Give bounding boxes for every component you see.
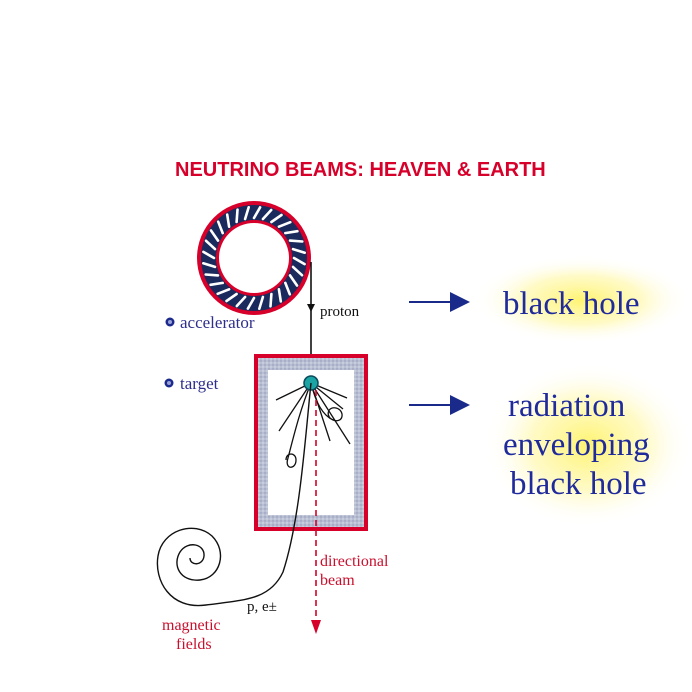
proton-label: proton — [320, 304, 360, 320]
beam-arrowhead — [311, 620, 321, 634]
legend-accelerator: accelerator — [165, 313, 255, 332]
radiation-highlight — [484, 363, 692, 527]
radiation-text-line1: radiation — [508, 388, 625, 424]
beam-label: beam — [320, 572, 355, 589]
ring-tick — [277, 287, 283, 303]
fields-label: fields — [176, 636, 212, 653]
ring-tick — [291, 265, 304, 277]
ring-tick — [225, 292, 238, 303]
proton-arrowhead — [307, 304, 315, 312]
radiation-text-line2: enveloping — [503, 427, 650, 463]
ring-tick — [269, 292, 273, 308]
ring-tick — [204, 239, 217, 251]
directional-label: directional — [320, 553, 389, 570]
magnetic-label: magnetic — [162, 617, 221, 634]
ring-tick — [283, 229, 299, 235]
ring-tick — [246, 296, 256, 310]
ring-tick — [235, 295, 247, 308]
ring-tick — [216, 220, 224, 235]
diagram-title: NEUTRINO BEAMS: HEAVEN & EARTH — [175, 159, 546, 181]
ring-tick — [202, 261, 217, 269]
ring-tick — [283, 281, 292, 296]
legend-accelerator-label: accelerator — [180, 313, 255, 332]
ring-tick — [270, 213, 283, 224]
ring-tick — [291, 247, 307, 254]
ring-tick — [288, 274, 299, 287]
ring-tick — [243, 206, 250, 221]
ring-tick — [288, 239, 304, 243]
ring-tick — [235, 208, 239, 224]
ring-tick — [209, 281, 224, 287]
ring-tick — [292, 256, 306, 266]
ring-tick — [204, 273, 220, 277]
ring-ticks — [202, 206, 307, 311]
ring-tick — [277, 220, 292, 228]
black-hole-text: black hole — [503, 286, 640, 322]
legend-target-label: target — [180, 374, 219, 393]
ring-tick — [202, 250, 216, 260]
ring-tick — [216, 287, 231, 296]
ring-tick — [225, 213, 231, 228]
ring-tick — [261, 208, 273, 221]
black-hole-highlight — [474, 256, 690, 344]
ring-tick — [252, 206, 262, 220]
magnetic-spiral-path — [156, 382, 312, 607]
accelerator-ring — [197, 201, 311, 315]
legend-target: target — [164, 374, 219, 393]
radiation-text-line3: black hole — [510, 466, 647, 502]
particles-label: p, e± — [247, 599, 277, 615]
ring-tick — [257, 295, 265, 311]
ring-tick — [209, 229, 220, 242]
